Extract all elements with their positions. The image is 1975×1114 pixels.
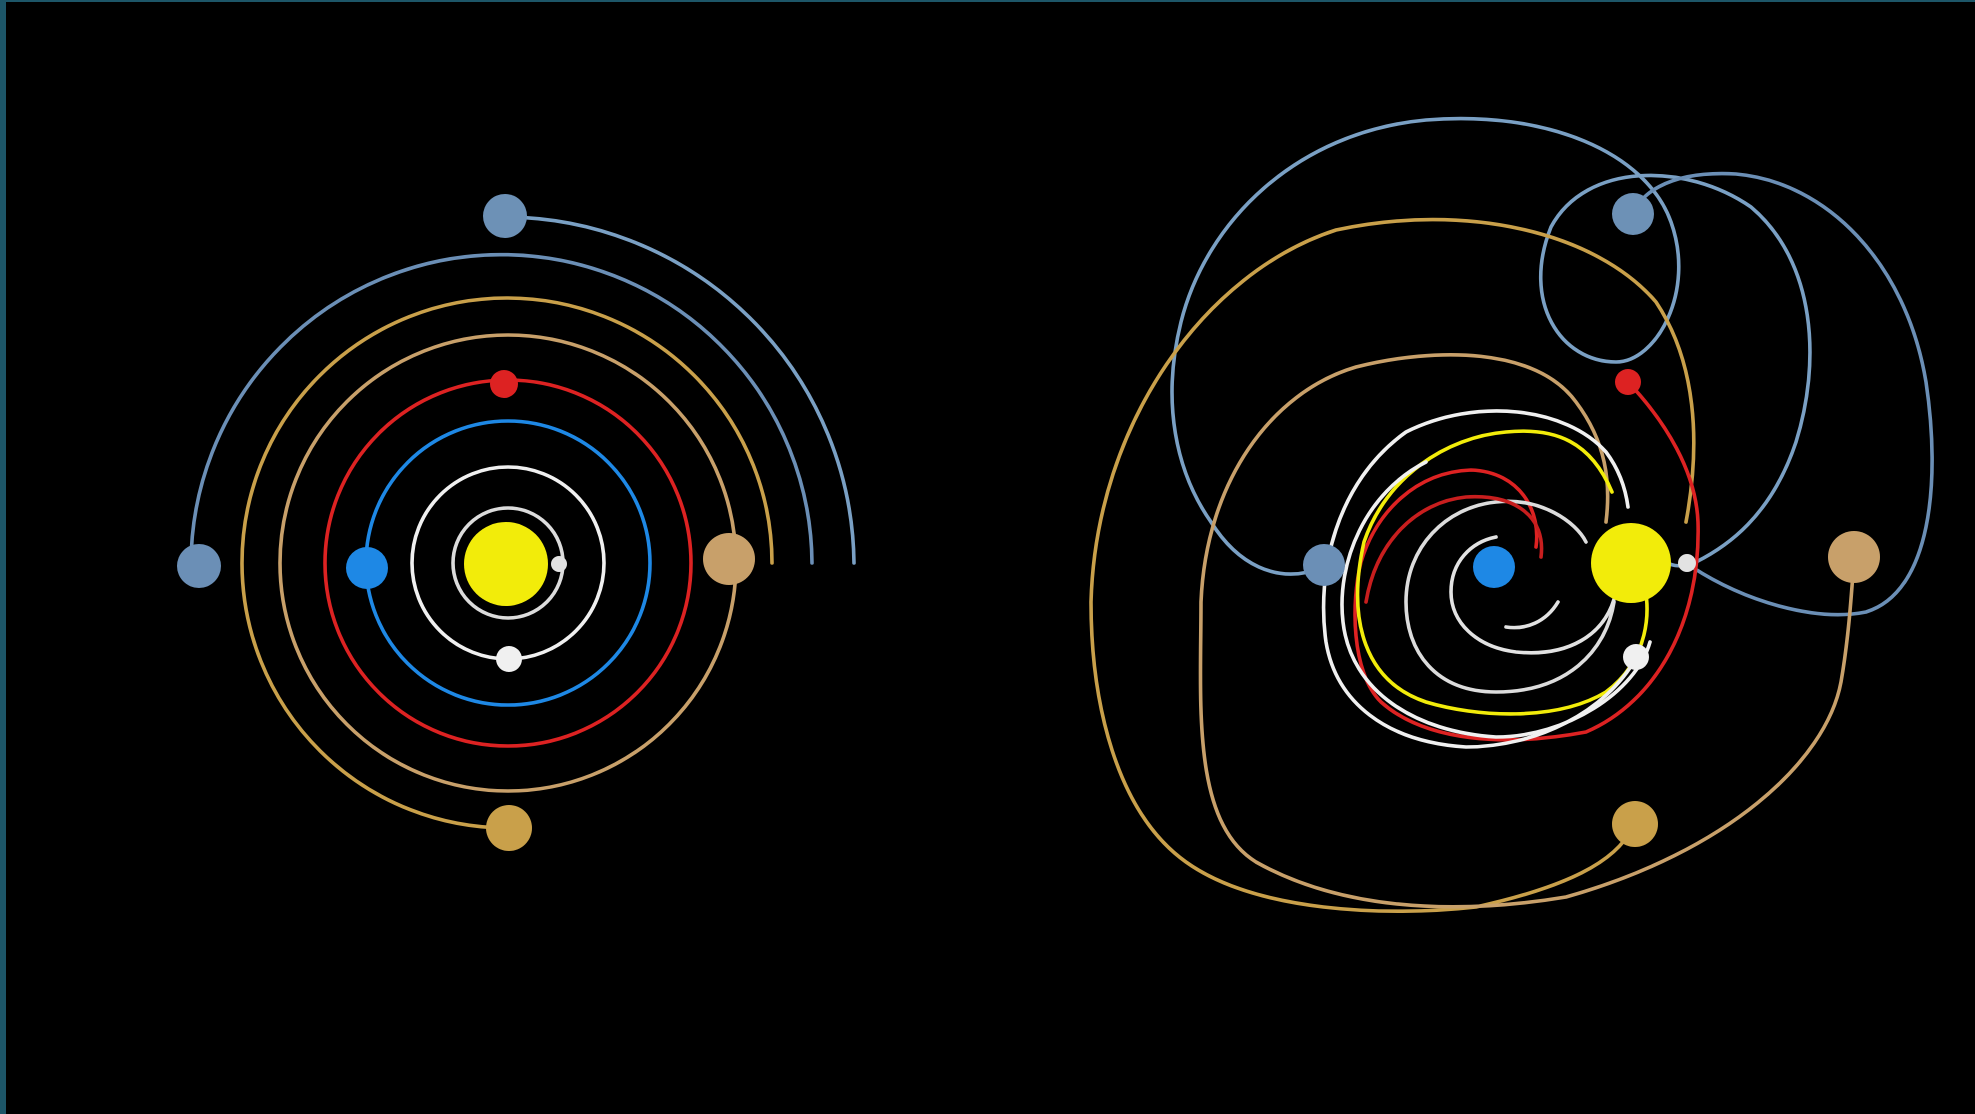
heliocentric-panel — [177, 194, 856, 851]
neptune-icon — [1612, 193, 1654, 235]
neptune-icon — [483, 194, 527, 238]
venus-icon — [496, 646, 522, 672]
solar-system-diagram — [6, 2, 1975, 1114]
diagram-canvas — [177, 116, 1934, 914]
sun-icon — [1591, 523, 1671, 603]
saturn-orbit — [240, 296, 774, 830]
venus-path-outer — [1340, 460, 1652, 739]
mercury-icon — [551, 556, 567, 572]
earth-icon — [346, 547, 388, 589]
saturn-icon — [486, 805, 532, 851]
jupiter-icon — [1828, 531, 1880, 583]
mars-path-inner — [1364, 494, 1544, 604]
jupiter-icon — [703, 533, 755, 585]
mercury-path — [1404, 499, 1616, 694]
mercury-icon — [1678, 554, 1696, 572]
earth-icon — [1473, 546, 1515, 588]
mars-icon — [490, 370, 518, 398]
uranus-orbit-trail — [189, 252, 814, 569]
mercury-path-inner — [1449, 535, 1618, 655]
neptune-path — [1170, 116, 1812, 576]
uranus-icon — [177, 544, 221, 588]
sun-icon — [464, 522, 548, 606]
uranus-icon — [1303, 544, 1345, 586]
jupiter-path — [1198, 352, 1856, 909]
neptune-orbit-trail — [500, 215, 856, 565]
mercury-path-innermost — [1504, 600, 1560, 630]
geocentric-panel — [1089, 116, 1934, 914]
saturn-path — [1089, 217, 1696, 914]
saturn-icon — [1612, 801, 1658, 847]
uranus-path — [1631, 171, 1934, 617]
mars-icon — [1615, 369, 1641, 395]
mars-path — [1353, 380, 1700, 742]
venus-icon — [1623, 644, 1649, 670]
